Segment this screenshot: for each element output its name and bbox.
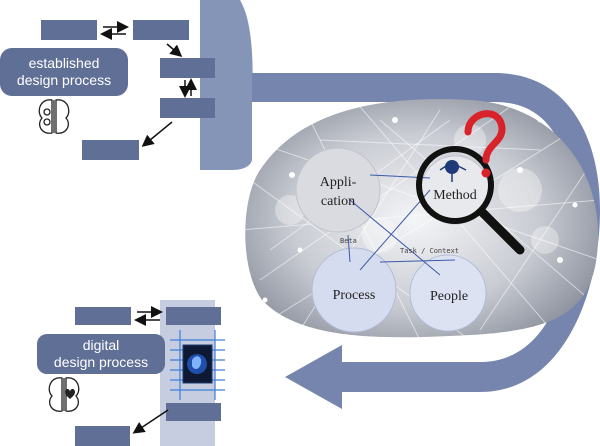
digital-box-4	[75, 426, 130, 446]
digital-box-3	[166, 403, 221, 421]
brain-gears-icon	[38, 99, 70, 134]
digital-label-line1: digital	[82, 337, 120, 353]
connector-label-task: Task / Context	[400, 247, 459, 255]
flow-box-3	[160, 58, 215, 78]
flow-box-2	[133, 20, 189, 40]
digital-box-1	[75, 307, 131, 325]
flow-box-1	[41, 20, 97, 40]
established-label-line2: design process	[16, 72, 112, 88]
circuit-chip-icon	[170, 330, 225, 400]
established-label-line1: established	[28, 55, 100, 71]
application-label-line2: cation	[321, 194, 355, 209]
established-label-box	[0, 48, 128, 96]
application-circle	[295, 147, 381, 233]
digital-label: digital design process	[37, 337, 165, 371]
digital-label-line2: design process	[53, 354, 149, 370]
digital-label-box	[37, 334, 165, 374]
loop-u-band	[252, 73, 600, 392]
application-label-line1: Appli-	[320, 175, 357, 190]
flow-box-4	[160, 98, 215, 118]
flow-box-5	[82, 140, 139, 160]
established-panel-band	[200, 0, 253, 170]
people-label: People	[430, 289, 468, 304]
digital-flow	[37, 306, 221, 446]
connector-label-beta: Beta	[340, 237, 357, 245]
question-mark-icon	[464, 110, 506, 178]
digital-box-2	[166, 307, 221, 325]
loop-arrow-head	[285, 345, 342, 409]
brain-heart-icon	[48, 377, 80, 412]
method-label: Method	[433, 188, 477, 203]
people-circle	[409, 254, 487, 332]
established-flow	[0, 20, 215, 160]
established-label: established design process	[2, 55, 126, 89]
process-label: Process	[333, 288, 376, 303]
process-circle	[311, 247, 397, 333]
magnifying-glass-icon	[416, 146, 525, 255]
